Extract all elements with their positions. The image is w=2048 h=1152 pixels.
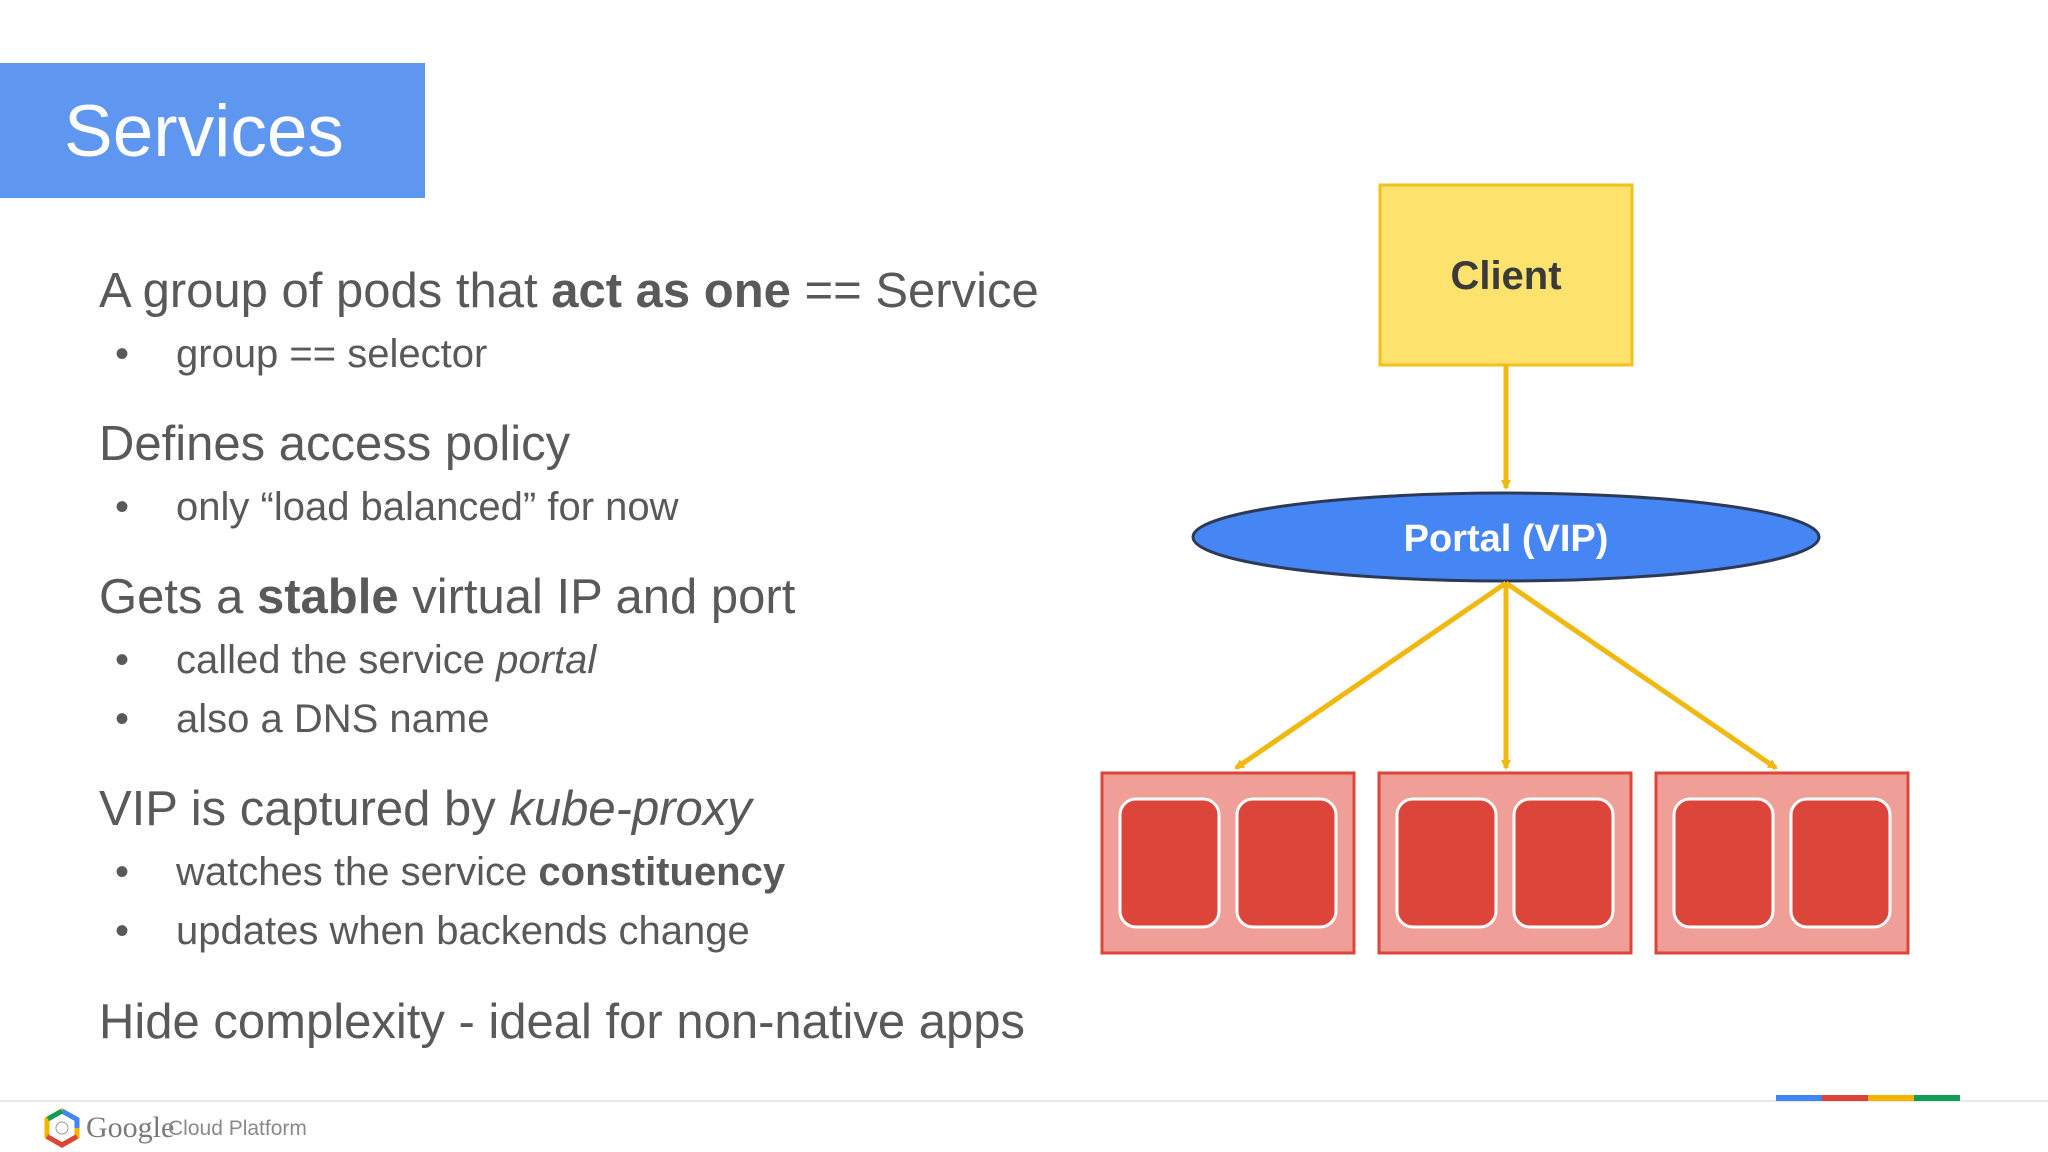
text-run: watches the service xyxy=(176,850,539,894)
sub-bullet-text: also a DNS name xyxy=(176,695,489,743)
color-strip-segment xyxy=(1776,1095,1822,1101)
bullet-heading: Hide complexity - ideal for non-native a… xyxy=(99,992,1025,1052)
client-box xyxy=(1378,183,1634,367)
pod-box xyxy=(1235,797,1338,929)
arrow-portal-group xyxy=(1234,580,1508,771)
bullet-dot: • xyxy=(115,485,130,529)
portal-label: Portal (VIP) xyxy=(1404,518,1609,560)
bullet-dot: • xyxy=(115,697,130,741)
text-run: VIP is captured by xyxy=(99,782,510,836)
portal-ellipse xyxy=(1191,491,1821,583)
sub-bullet: • updates when backends change xyxy=(115,907,750,955)
text-run: also a DNS name xyxy=(176,697,490,741)
sub-bullet-text: group == selector xyxy=(176,330,487,378)
sub-bullet: • group == selector xyxy=(115,330,487,378)
sub-bullet-text: only “load balanced” for now xyxy=(176,483,679,531)
bullet-heading: A group of pods that act as one == Servi… xyxy=(99,261,1039,321)
text-run: only “load balanced” for now xyxy=(176,485,679,529)
text-run: stable xyxy=(256,570,399,624)
sub-bullet: • only “load balanced” for now xyxy=(115,483,679,531)
text-run: Hide complexity - ideal for non-native a… xyxy=(99,995,1026,1049)
pod-box xyxy=(1118,797,1221,929)
bullet-heading: VIP is captured by kube-proxy xyxy=(99,779,752,839)
footer-divider xyxy=(0,1100,2048,1102)
text-run: called the service xyxy=(176,638,497,682)
bullet-dot: • xyxy=(115,638,130,682)
text-run: portal xyxy=(496,638,597,682)
sub-bullet-text: watches the service constituency xyxy=(176,848,785,896)
color-strip-segment xyxy=(1868,1095,1914,1101)
bullet-heading: Defines access policy xyxy=(99,414,570,474)
bullet-heading: Gets a stable virtual IP and port xyxy=(99,567,795,627)
pod-box xyxy=(1672,797,1775,929)
brand-color-strip xyxy=(1776,1095,1960,1101)
bullet-dot: • xyxy=(115,909,130,953)
bullet-dot: • xyxy=(115,332,130,376)
color-strip-segment xyxy=(1822,1095,1868,1101)
slide-body: A group of pods that act as one == Servi… xyxy=(99,261,1039,1052)
sub-bullet: • also a DNS name xyxy=(115,695,489,743)
title-band xyxy=(0,63,425,198)
pod-box xyxy=(1512,797,1615,929)
client-label: Client xyxy=(1450,254,1561,298)
text-run: constituency xyxy=(538,850,786,894)
footer-brand-product: Cloud Platform xyxy=(168,1117,307,1140)
bullet-dot: • xyxy=(115,850,130,894)
footer-brand-google: Google xyxy=(86,1111,175,1144)
gcp-hexagon-icon xyxy=(44,1108,80,1148)
color-strip-segment xyxy=(1914,1095,1960,1101)
arrow-portal-group xyxy=(1504,580,1778,771)
text-run: Gets a xyxy=(99,570,257,624)
pod-box xyxy=(1789,797,1892,929)
sub-bullet-text: called the service portal xyxy=(176,636,596,684)
text-run: A group of pods that xyxy=(99,264,552,318)
text-run: == Service xyxy=(790,264,1039,318)
slide-title: Services xyxy=(64,91,344,172)
text-run: updates when backends change xyxy=(176,909,750,953)
pod-box xyxy=(1395,797,1498,929)
text-run: Defines access policy xyxy=(99,417,571,471)
text-run: virtual IP and port xyxy=(398,570,796,624)
text-run: group == selector xyxy=(176,332,488,376)
sub-bullet: • called the service portal xyxy=(115,636,596,684)
sub-bullet-text: updates when backends change xyxy=(176,907,750,955)
text-run: act as one xyxy=(551,264,791,318)
sub-bullet: • watches the service constituency xyxy=(115,848,785,896)
text-run: kube-proxy xyxy=(509,782,752,836)
